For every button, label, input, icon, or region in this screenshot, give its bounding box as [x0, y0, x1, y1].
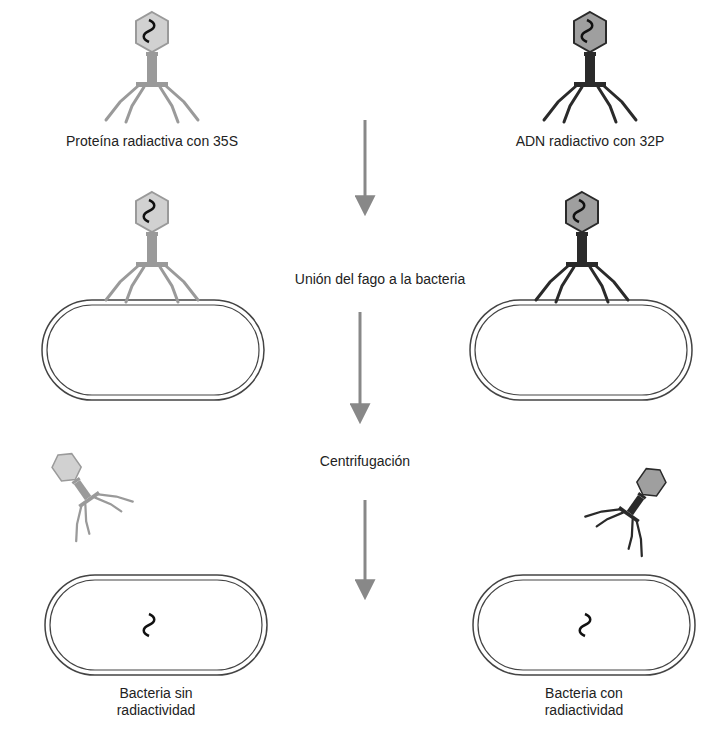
- phage-protein-labeled: [106, 12, 198, 122]
- dna-inside: [144, 614, 155, 636]
- step-arrow: [364, 120, 367, 212]
- empty-phage-coat: [584, 450, 688, 557]
- step-label: Unión del fago a la bacteria: [280, 270, 480, 289]
- bacterium: [45, 575, 267, 675]
- phage-dna-labeled: [544, 12, 636, 122]
- phage-attached: [106, 192, 198, 302]
- bacterium: [42, 300, 264, 400]
- result-label: Bacteria sin radiactividad: [81, 684, 231, 720]
- phage-label: ADN radiactivo con 32P: [490, 132, 690, 151]
- result-label: Bacteria con radiactividad: [509, 684, 659, 720]
- step-arrow: [364, 500, 367, 596]
- bacterium: [470, 300, 692, 400]
- step-label: Centrifugación: [280, 452, 450, 471]
- dna-inside: [580, 614, 591, 636]
- bacterium: [473, 575, 695, 675]
- empty-phage-coat: [30, 435, 134, 542]
- step-arrow: [359, 312, 362, 420]
- phage-attached: [536, 192, 628, 302]
- phage-label: Proteína radiactiva con 35S: [52, 132, 252, 151]
